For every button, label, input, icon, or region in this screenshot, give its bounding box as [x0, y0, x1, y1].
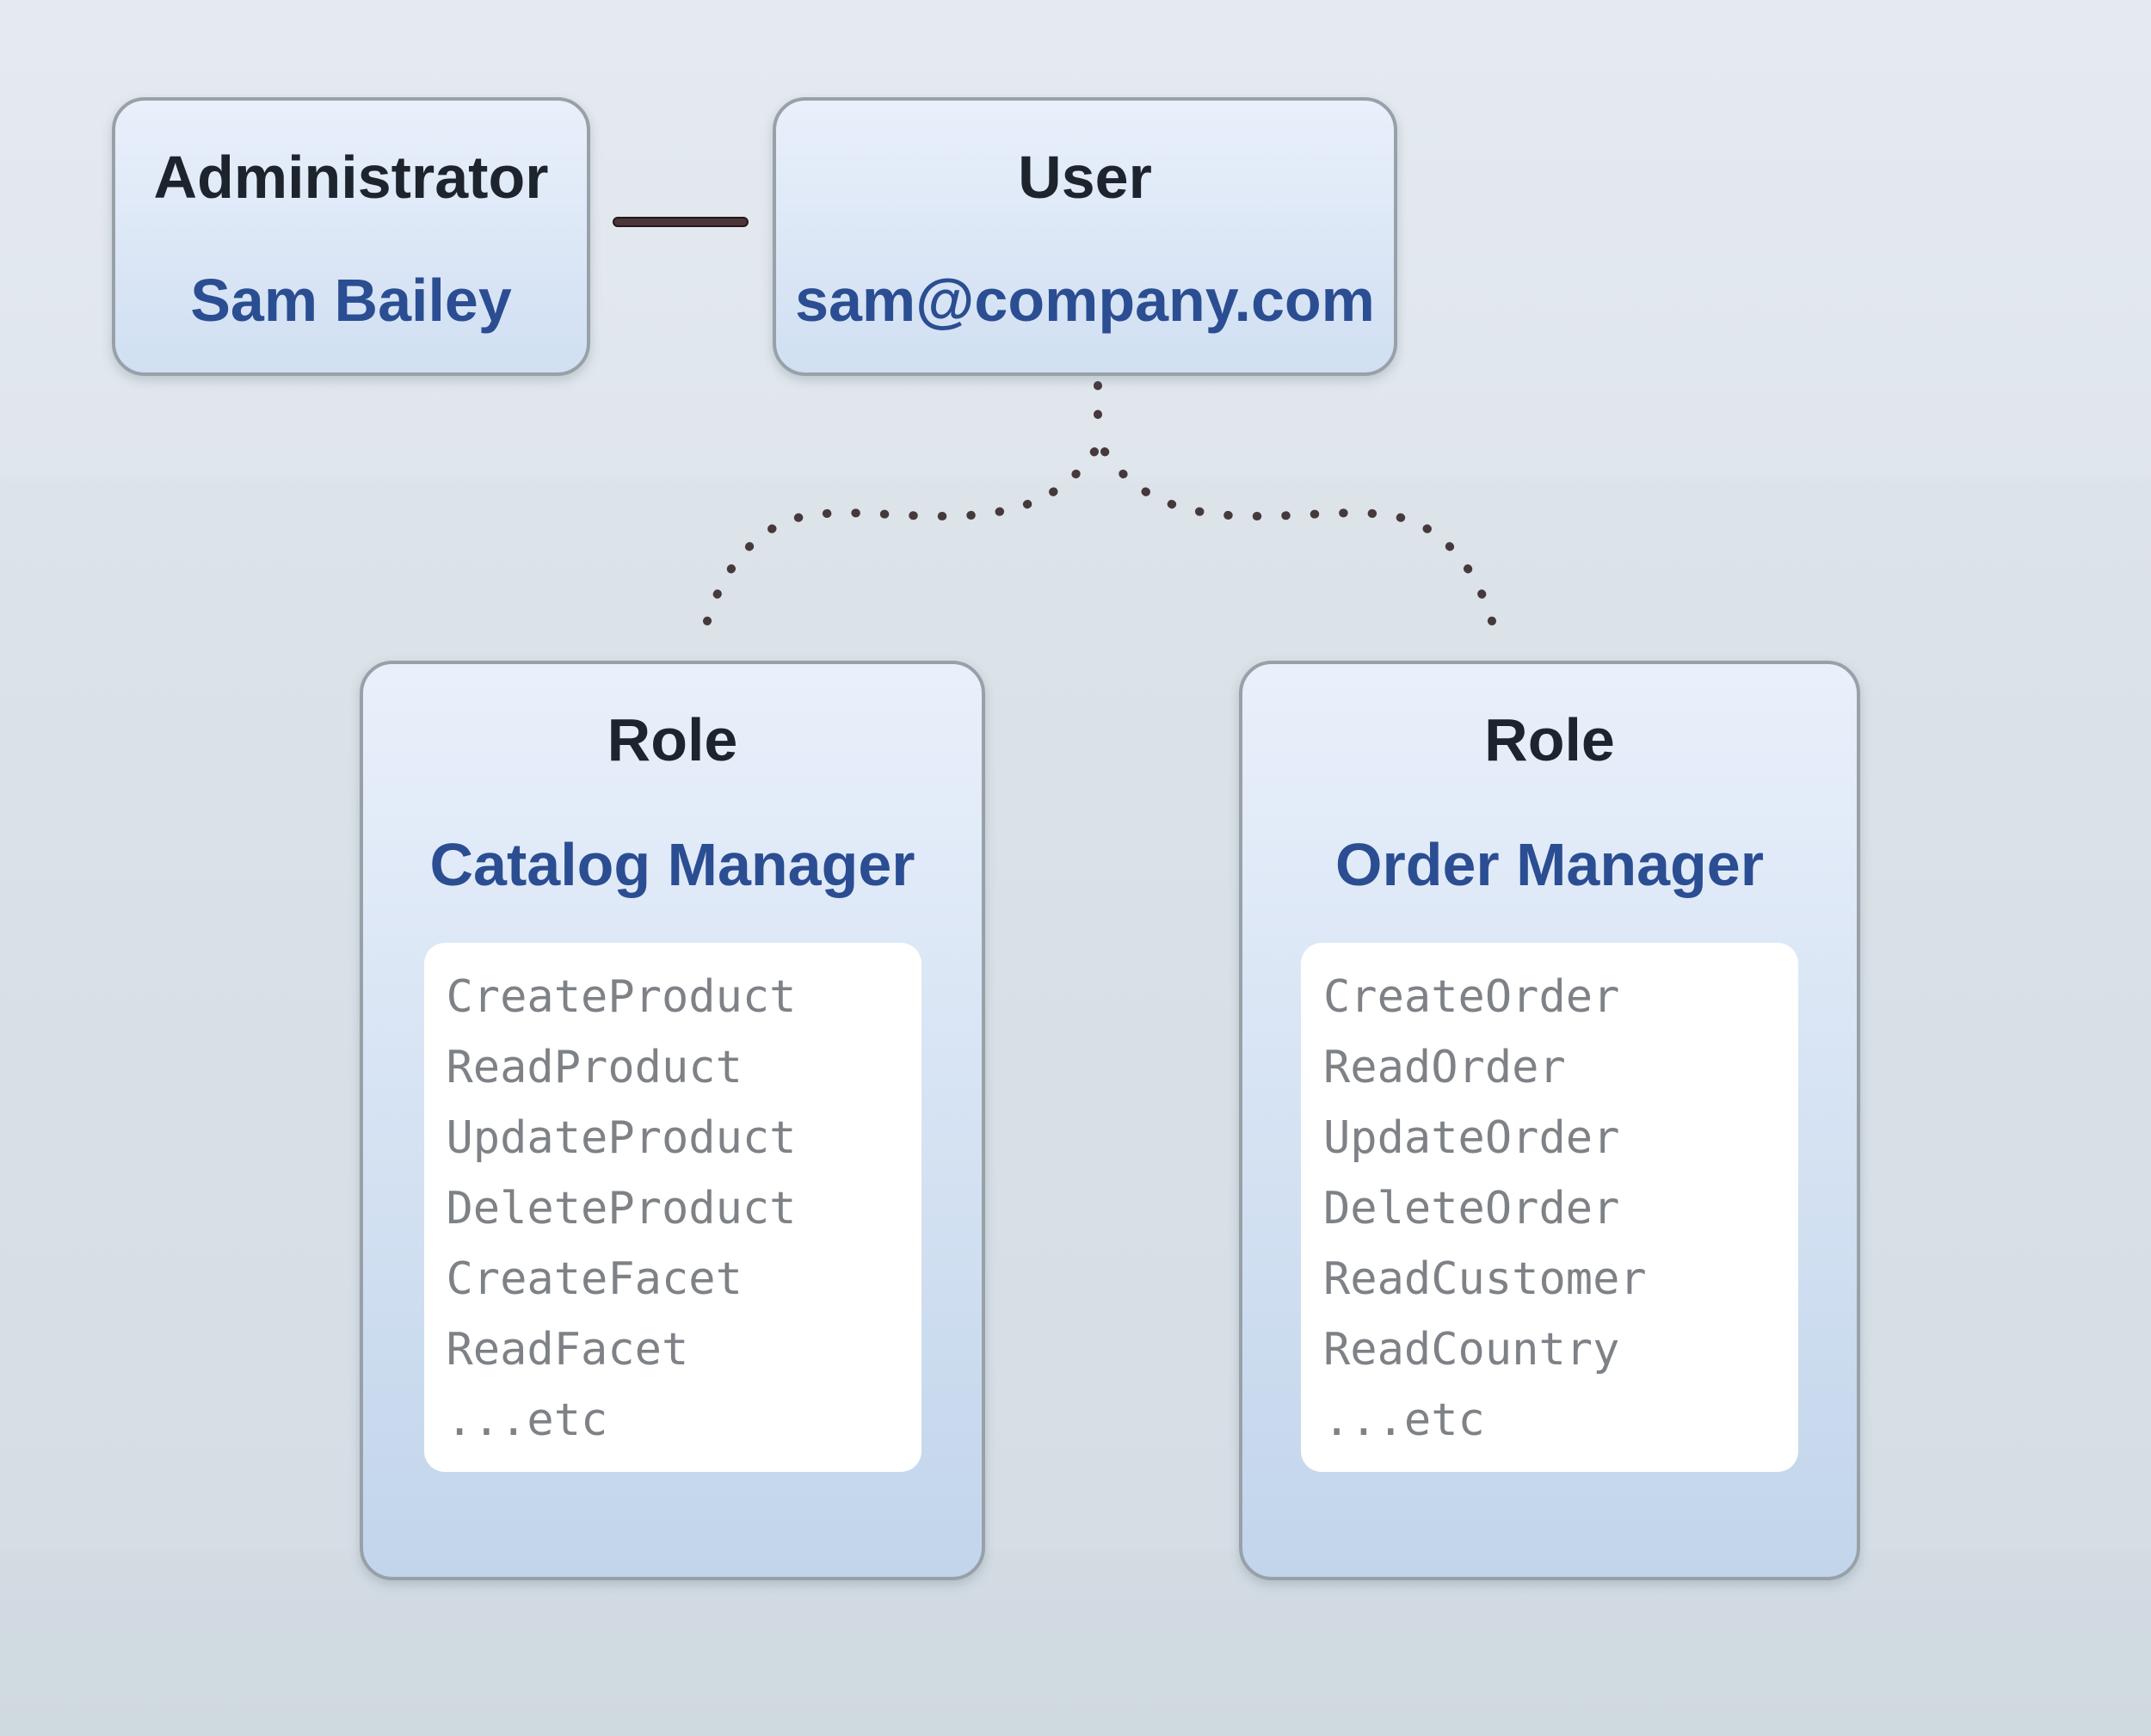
permission-item: DeleteProduct: [446, 1183, 797, 1234]
permission-item: ReadOrder: [1323, 1042, 1566, 1093]
permission-item: ReadCountry: [1323, 1324, 1620, 1376]
permission-item: ReadFacet: [446, 1324, 689, 1376]
administrator-name: Sam Bailey: [190, 267, 512, 334]
permission-item: UpdateOrder: [1323, 1112, 1620, 1164]
permission-item: CreateProduct: [446, 971, 797, 1023]
permission-item: CreateFacet: [446, 1253, 743, 1305]
role-name: Order Manager: [1335, 831, 1764, 898]
user-to-order-role-connector: [1100, 447, 1496, 625]
permission-item: CreateOrder: [1323, 971, 1620, 1023]
administrator-card: Administrator Sam Bailey: [112, 97, 590, 376]
administrator-card-title: Administrator: [153, 144, 549, 211]
permission-item: UpdateProduct: [446, 1112, 797, 1164]
user-card-title: User: [1018, 144, 1152, 211]
role-card-title: Role: [607, 706, 738, 773]
permission-item: ReadCustomer: [1323, 1253, 1647, 1305]
role-name: Catalog Manager: [429, 831, 915, 898]
role-card-title: Role: [1484, 706, 1615, 773]
user-email: sam@company.com: [795, 267, 1375, 334]
permission-item: ...etc: [446, 1394, 608, 1446]
user-to-catalog-role-connector: [703, 447, 1099, 625]
permission-item: ReadProduct: [446, 1042, 743, 1093]
admin-user-connector: [613, 217, 749, 227]
permission-item: DeleteOrder: [1323, 1183, 1620, 1234]
user-card: User sam@company.com: [773, 97, 1397, 376]
permission-item: ...etc: [1323, 1394, 1485, 1446]
